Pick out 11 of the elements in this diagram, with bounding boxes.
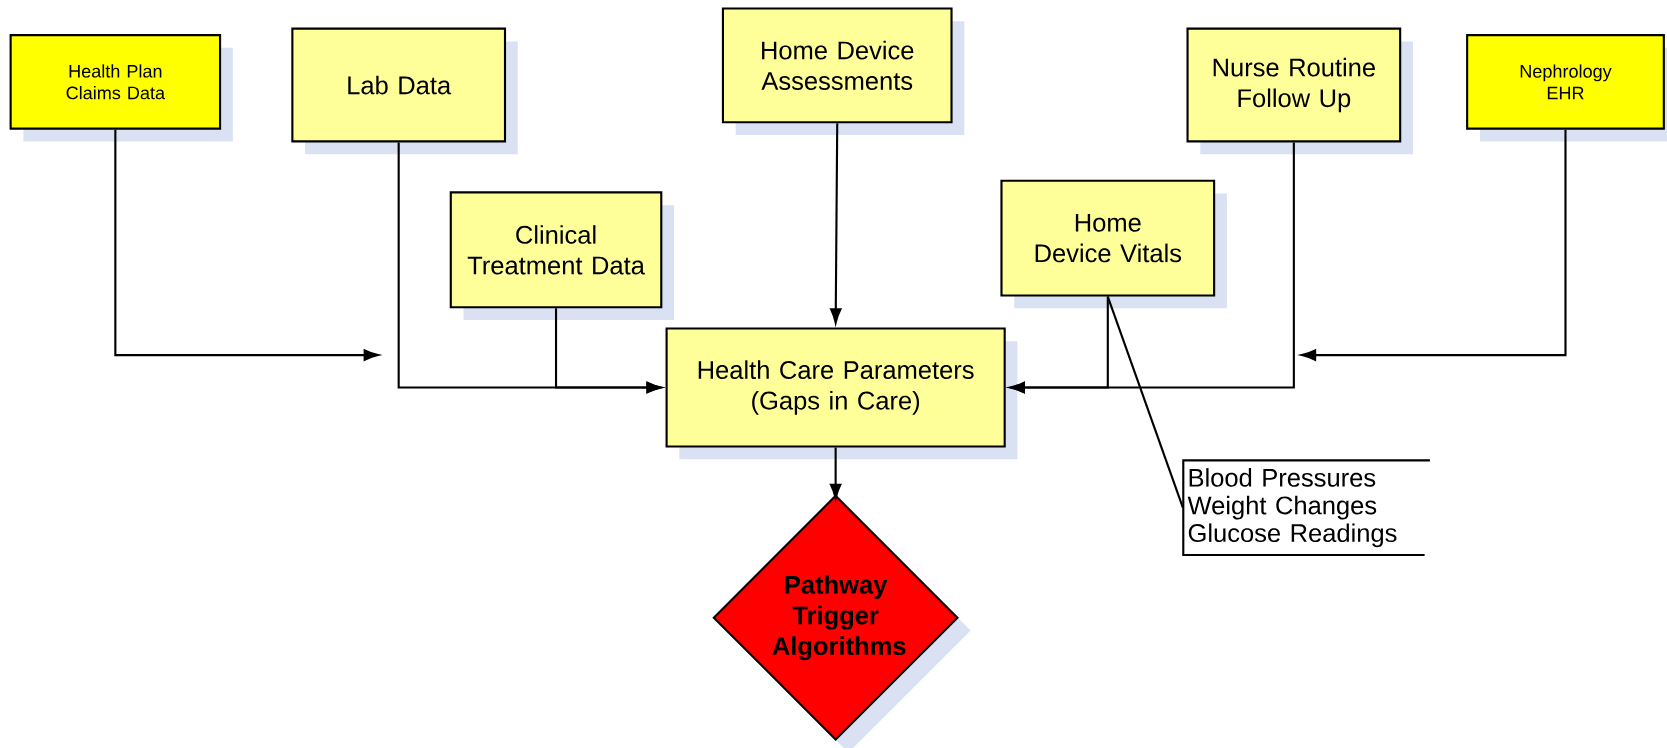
data-box: Home Device Assessments bbox=[721, 7, 965, 135]
leader-line bbox=[1106, 296, 1184, 508]
data-box: Lab Data bbox=[291, 27, 518, 154]
data-box: Health Plan Claims Data bbox=[9, 33, 233, 142]
data-box: Nurse Routine Follow Up bbox=[1186, 27, 1413, 154]
process-box: Health Care Parameters (Gaps in Care) bbox=[665, 327, 1018, 460]
data-box: Clinical Treatment Data bbox=[449, 191, 675, 320]
arrow bbox=[1300, 129, 1567, 361]
data-box: Home Device Vitals bbox=[1000, 179, 1227, 309]
data-box: Nephrology EHR bbox=[1466, 33, 1667, 142]
callout-list: Blood Pressures Weight Changes Glucose Readings bbox=[1182, 459, 1430, 556]
